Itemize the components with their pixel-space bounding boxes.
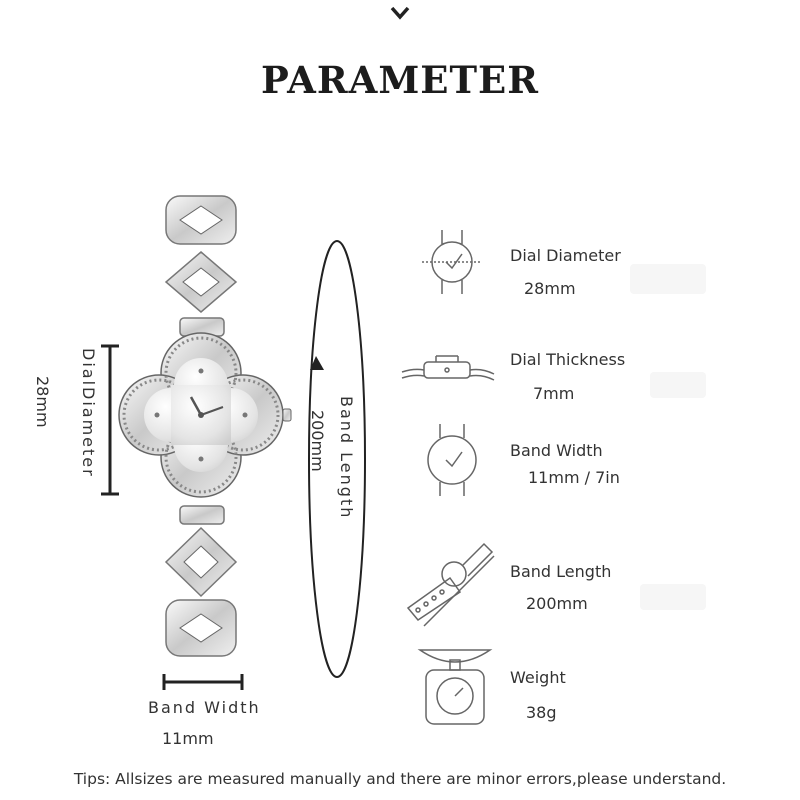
watch-strap-icon (406, 542, 495, 627)
spec-label-band-width: Band Width (510, 441, 603, 460)
watch-front-icon (427, 424, 477, 496)
chevron-down-icon (390, 6, 410, 20)
spec-value-dial-thickness: 7mm (533, 384, 575, 403)
value-placeholder (650, 372, 706, 398)
band-width-bracket (162, 674, 244, 690)
dial-diameter-label: DialDiameter (79, 348, 98, 478)
spec-label-band-length: Band Length (510, 562, 612, 581)
spec-value-band-width: 11mm / 7in (528, 468, 620, 487)
band-width-label: Band Width (148, 698, 261, 717)
spec-value-weight: 38g (526, 703, 557, 722)
spec-value-band-length: 200mm (526, 594, 588, 613)
dial-diameter-bracket (101, 344, 119, 496)
band-length-ellipse (308, 240, 366, 678)
watch-side-icon (401, 355, 495, 381)
dial-diameter-value: 28mm (33, 376, 52, 428)
page-title: PARAMETER (261, 58, 539, 102)
band-length-value: 200mm (308, 410, 327, 472)
spec-label-dial-thickness: Dial Thickness (510, 350, 626, 369)
value-placeholder (630, 264, 706, 294)
band-length-label: Band Length (337, 396, 356, 520)
watch-illustration (118, 195, 292, 657)
watch-front-icon (422, 230, 482, 294)
footer-tips: Tips: Allsizes are measured manually and… (73, 770, 727, 788)
value-placeholder (640, 584, 706, 610)
spec-label-dial-diameter: Dial Diameter (510, 246, 621, 265)
spec-value-dial-diameter: 28mm (524, 279, 576, 298)
band-width-value: 11mm (162, 729, 214, 748)
spec-label-weight: Weight (510, 668, 566, 687)
scale-icon (417, 649, 493, 725)
